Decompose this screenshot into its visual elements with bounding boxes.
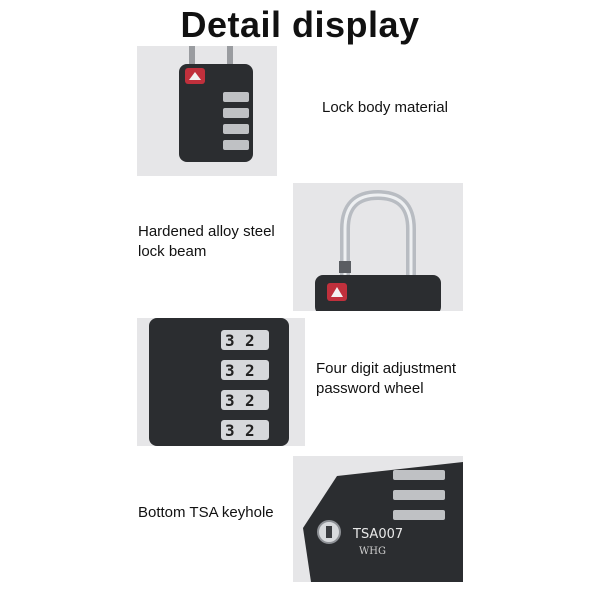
caption-tsa-keyhole: Bottom TSA keyhole bbox=[138, 504, 274, 521]
dial-digit: 3 bbox=[225, 331, 235, 350]
tsa-keyhole-photo: TSA007 WHG bbox=[293, 456, 463, 582]
dial-digit: 3 bbox=[225, 421, 235, 440]
caption-password-wheel: Four digit adjustment password wheel bbox=[316, 360, 457, 397]
caption-lock-beam: Hardened alloy steel lock beam bbox=[138, 223, 275, 260]
brand-engraving: WHG bbox=[359, 546, 386, 557]
dial-digit: 3 bbox=[225, 361, 235, 380]
lock-beam-photo bbox=[293, 183, 463, 311]
caption-lock-body: Lock body material bbox=[322, 99, 448, 116]
dial-digit: 3 bbox=[225, 391, 235, 410]
model-engraving: TSA007 bbox=[352, 527, 403, 542]
dial-digit: 2 bbox=[245, 361, 255, 380]
dial-digit: 2 bbox=[245, 421, 255, 440]
dial-digit: 2 bbox=[245, 331, 255, 350]
dial-digit: 2 bbox=[245, 391, 255, 410]
password-wheel-photo: 3 2 3 2 3 2 3 2 bbox=[137, 318, 305, 446]
lock-body-photo bbox=[137, 46, 277, 176]
page-title: Detail display bbox=[180, 4, 420, 45]
